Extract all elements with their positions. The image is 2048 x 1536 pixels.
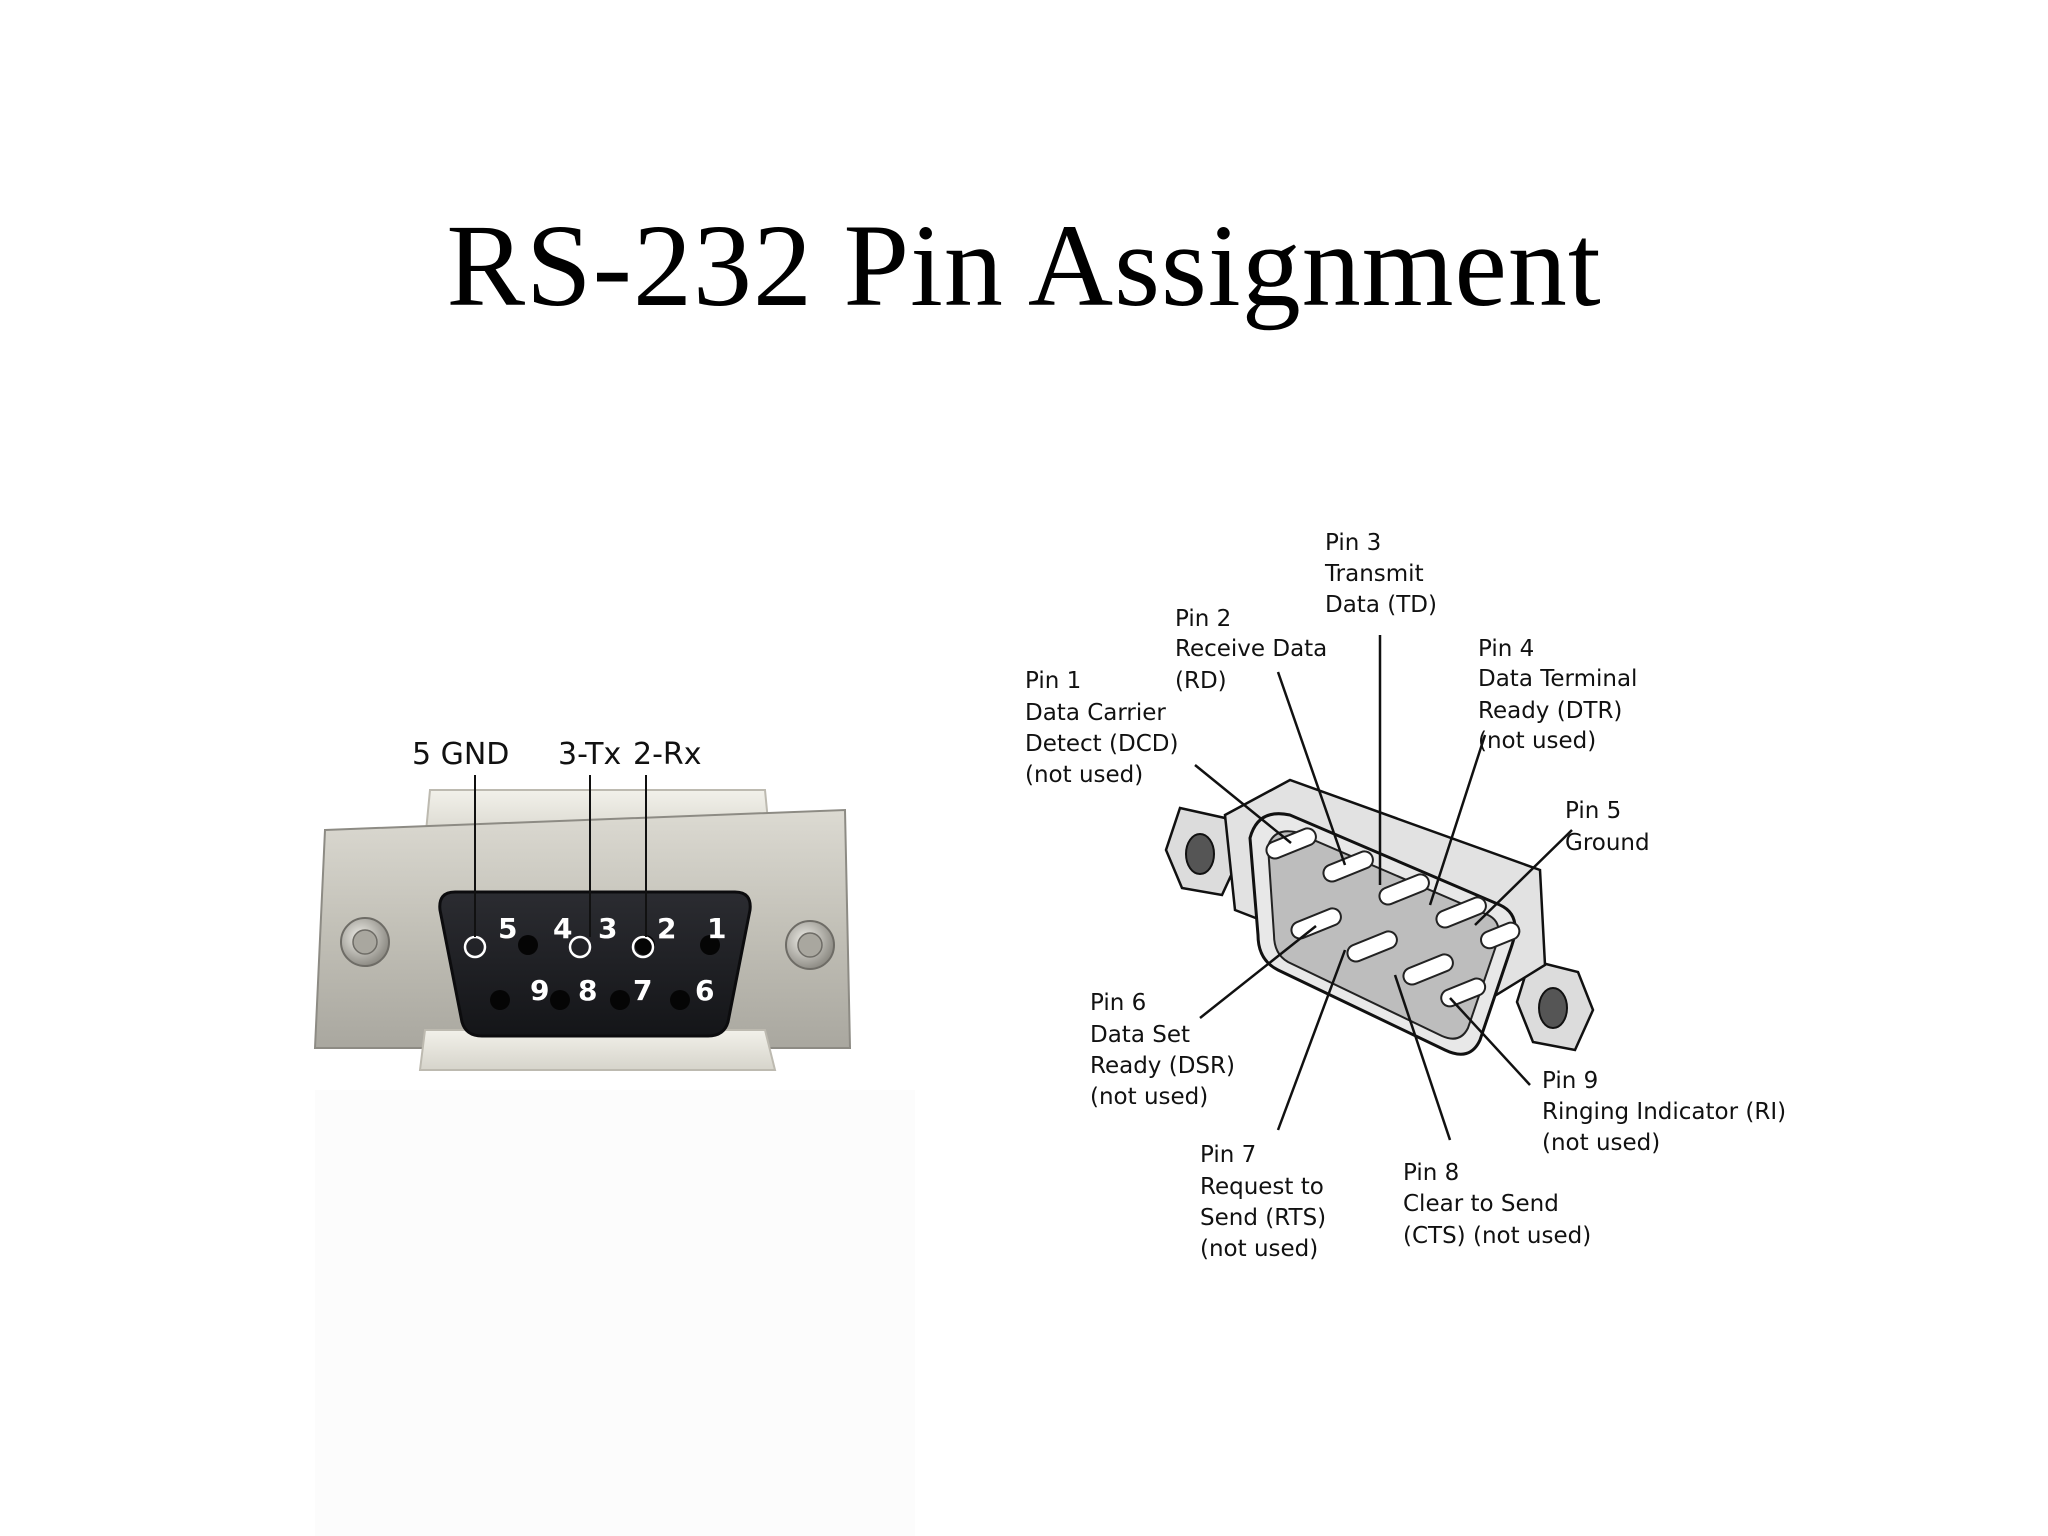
label-line: (not used): [1478, 728, 1596, 754]
pin8-label: Pin 8 Clear to Send (CTS) (not used): [1403, 1160, 1591, 1249]
db9-diagram: Pin 1 Data Carrier Detect (DCD) (not use…: [1025, 530, 1786, 1262]
pin-number: 8: [578, 974, 597, 1007]
label-line: Data (TD): [1325, 592, 1437, 618]
label-line: Receive Data: [1175, 636, 1327, 662]
label-line: Ringing Indicator (RI): [1542, 1099, 1786, 1125]
pin2-label: Pin 2 Receive Data (RD): [1175, 606, 1327, 694]
label-line: Pin 1: [1025, 668, 1081, 694]
label-line: (not used): [1025, 762, 1143, 788]
label-line: Clear to Send: [1403, 1191, 1559, 1217]
label-line: Data Carrier: [1025, 700, 1166, 726]
label-line: Pin 3: [1325, 530, 1381, 556]
rx-label: 2-Rx: [633, 737, 702, 772]
right-screw: [786, 921, 834, 969]
label-line: Transmit: [1324, 561, 1424, 587]
label-line: (not used): [1200, 1236, 1318, 1262]
tx-label: 3-Tx: [558, 737, 621, 772]
pin3-label: Pin 3 Transmit Data (TD): [1324, 530, 1437, 618]
pin4-label: Pin 4 Data Terminal Ready (DTR) (not use…: [1478, 636, 1637, 754]
pin1-label: Pin 1 Data Carrier Detect (DCD) (not use…: [1025, 668, 1178, 788]
pin-number: 1: [707, 912, 726, 945]
label-line: Pin 5: [1565, 798, 1621, 824]
label-line: Pin 9: [1542, 1068, 1598, 1094]
gnd-label: 5 GND: [412, 737, 509, 772]
label-line: Data Set: [1090, 1022, 1190, 1048]
label-line: Data Terminal: [1478, 666, 1637, 692]
pin-number: 7: [633, 974, 652, 1007]
label-line: Detect (DCD): [1025, 731, 1178, 757]
label-line: Ready (DTR): [1478, 698, 1622, 724]
label-line: Pin 6: [1090, 990, 1146, 1016]
pin5-label: Pin 5 Ground: [1565, 798, 1650, 856]
pin-number: 3: [598, 912, 617, 945]
label-line: (CTS) (not used): [1403, 1223, 1591, 1249]
pin-number: 5: [498, 912, 517, 945]
label-line: Pin 4: [1478, 636, 1534, 662]
connector-face: [440, 892, 750, 1036]
pin-number: 9: [530, 974, 549, 1007]
connector-photo: 5 4 3 2 1 9 8 7 6 5 GND 3-Tx 2-Rx: [315, 737, 850, 1070]
label-line: Ready (DSR): [1090, 1053, 1235, 1079]
label-line: (not used): [1090, 1084, 1208, 1110]
label-line: (not used): [1542, 1130, 1660, 1156]
pin-number: 4: [553, 912, 572, 945]
left-screw: [341, 918, 389, 966]
label-line: Ground: [1565, 830, 1650, 856]
pin-number: 2: [657, 912, 676, 945]
label-line: Pin 7: [1200, 1142, 1256, 1168]
label-line: (RD): [1175, 668, 1227, 694]
pin9-label: Pin 9 Ringing Indicator (RI) (not used): [1542, 1068, 1786, 1156]
label-line: Request to: [1200, 1174, 1324, 1200]
pin-number: 6: [695, 974, 714, 1007]
label-line: Pin 2: [1175, 606, 1231, 632]
label-line: Send (RTS): [1200, 1205, 1326, 1231]
label-line: Pin 8: [1403, 1160, 1459, 1186]
pin7-label: Pin 7 Request to Send (RTS) (not used): [1200, 1142, 1326, 1262]
